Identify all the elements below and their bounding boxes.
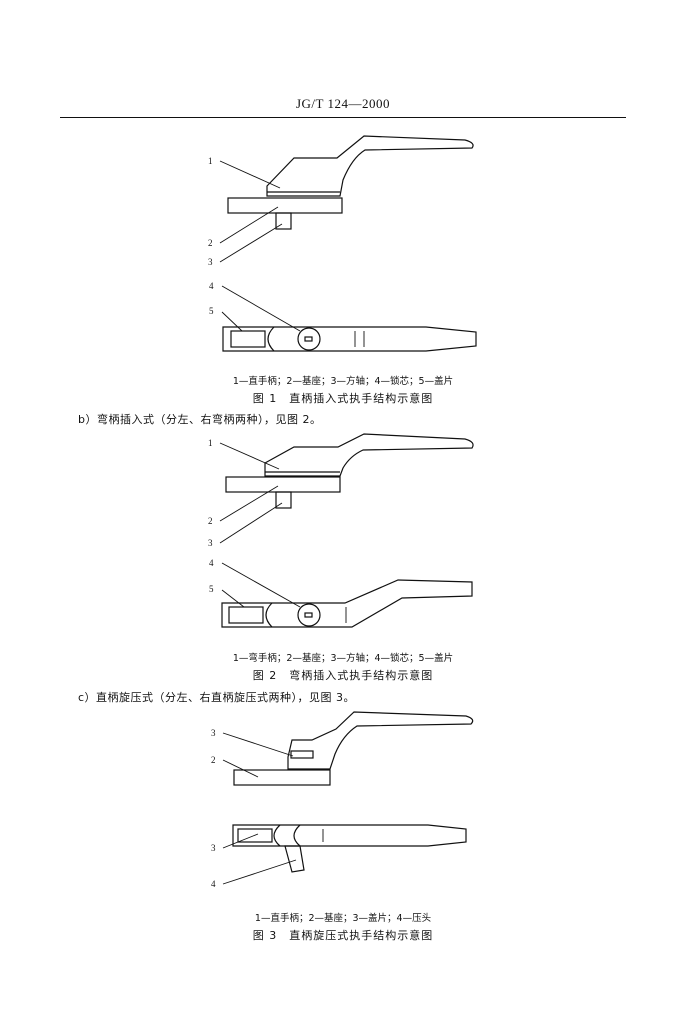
figure1-side-view: 1 2 3 bbox=[208, 135, 474, 267]
figure2-cover-plate bbox=[228, 606, 264, 624]
figure2-lock-core bbox=[297, 603, 321, 627]
figure2-callout-2: 2 bbox=[208, 516, 213, 526]
figure2-top-outline bbox=[221, 579, 473, 628]
figure3-handle-profile bbox=[287, 711, 474, 770]
figure1-caption: 图 1 直柄插入式执手结构示意图 bbox=[252, 392, 434, 405]
figure2-callout-1: 1 bbox=[208, 438, 213, 448]
paragraph-c: c）直柄旋压式（分左、右直柄旋压式两种），见图 3。 bbox=[78, 691, 356, 704]
figure3-callout-3-top: 3 bbox=[211, 728, 216, 738]
figure3-callout-3-bottom: 3 bbox=[211, 843, 216, 853]
figure1-callout-5: 5 bbox=[209, 306, 214, 316]
figure3-callout-2: 2 bbox=[211, 755, 216, 765]
figure2-handle-profile bbox=[264, 433, 474, 477]
figure2-caption: 图 2 弯柄插入式执手结构示意图 bbox=[252, 669, 434, 682]
figure1-top-outline bbox=[222, 326, 477, 352]
figure3-top-outline bbox=[232, 824, 467, 847]
figure1-top-view: 4 5 bbox=[209, 281, 477, 352]
figure1-callout-2: 2 bbox=[208, 238, 213, 248]
figure3-legend: 1—直手柄；2—基座；3—盖片；4—压头 bbox=[254, 913, 432, 924]
figure1-square-shaft bbox=[275, 212, 292, 230]
figure3-cover-plate bbox=[290, 750, 314, 759]
figure3-callout-4: 4 bbox=[211, 879, 216, 889]
figure1-legend: 1—直手柄；2—基座；3—方轴；4—锁芯；5—盖片 bbox=[232, 376, 454, 387]
figure1-cover-plate bbox=[230, 330, 266, 348]
figure2-side-view: 1 2 3 bbox=[208, 433, 474, 548]
header-rule bbox=[60, 117, 626, 118]
figure1-callout-3: 3 bbox=[208, 257, 213, 267]
figure1-callout-4: 4 bbox=[209, 281, 214, 291]
page-header-code: JG/T 124—2000 bbox=[295, 96, 390, 111]
figure2-legend: 1—弯手柄；2—基座；3—方轴；4—锁芯；5—盖片 bbox=[232, 653, 454, 664]
figure3-top-cover bbox=[237, 828, 273, 843]
figure2-callout-3: 3 bbox=[208, 538, 213, 548]
figure3-press-head bbox=[284, 845, 305, 873]
figure1-callout-1: 1 bbox=[208, 156, 213, 166]
figure1-handle-profile bbox=[266, 135, 474, 197]
paragraph-b: b）弯柄插入式（分左、右弯柄两种），见图 2。 bbox=[78, 413, 322, 426]
figure3-side-view: 3 2 bbox=[211, 711, 474, 786]
figure3-caption: 图 3 直柄旋压式执手结构示意图 bbox=[252, 929, 434, 942]
figure1-base bbox=[227, 197, 343, 214]
figure2-base bbox=[225, 476, 341, 493]
figure2-callout-4: 4 bbox=[209, 558, 214, 568]
figure3-base bbox=[233, 769, 331, 786]
figure2-square-shaft bbox=[275, 491, 292, 509]
figure2-callout-5: 5 bbox=[209, 584, 214, 594]
figure3-top-view: 3 4 bbox=[211, 824, 467, 889]
figure2-top-view: 4 5 bbox=[209, 558, 473, 628]
figure1-lock-core bbox=[297, 327, 321, 351]
